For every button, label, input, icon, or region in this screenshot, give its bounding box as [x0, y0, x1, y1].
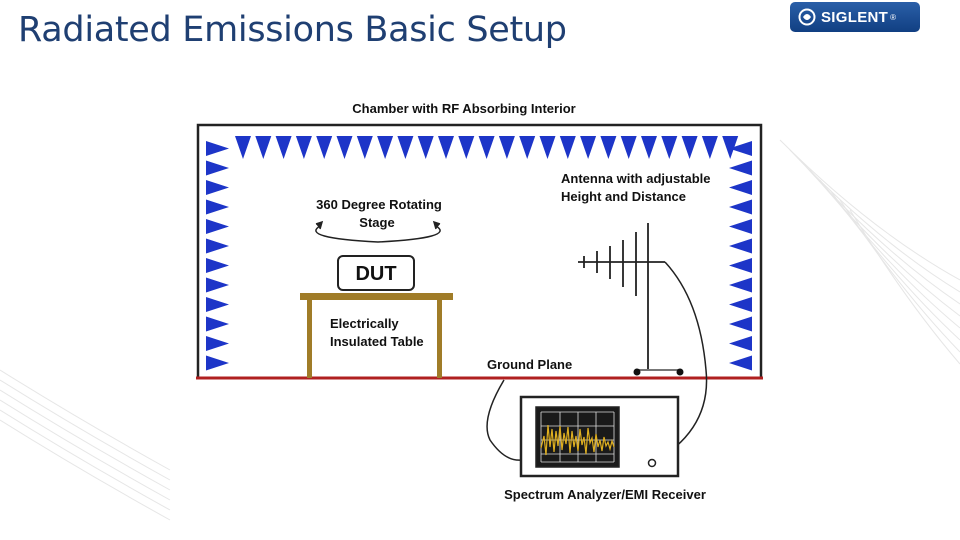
absorber-cone-left — [206, 219, 229, 234]
absorber-cone-top — [620, 136, 637, 159]
rf-absorbers — [206, 136, 752, 371]
rotating-stage-label-line2: Stage — [359, 215, 394, 230]
dut-label: DUT — [355, 263, 396, 285]
absorber-cone-left — [206, 297, 229, 312]
absorber-cone-top — [255, 136, 272, 159]
absorber-cone-left — [206, 141, 229, 156]
absorber-cone-top — [295, 136, 312, 159]
absorber-cone-top — [356, 136, 373, 159]
absorber-cone-top — [377, 136, 394, 159]
absorber-cone-left — [206, 277, 229, 293]
absorber-cone-top — [397, 136, 414, 159]
absorber-cone-top — [600, 136, 617, 159]
absorber-cone-top — [722, 136, 739, 159]
absorber-cone-top — [336, 136, 353, 159]
background-swirls — [0, 139, 960, 521]
absorber-cone-top — [235, 136, 251, 159]
antenna-wheel-left — [633, 368, 641, 376]
absorber-cone-left — [206, 355, 229, 371]
analyzer-input-connector — [647, 458, 657, 468]
dut-box — [337, 255, 415, 291]
absorber-cone-right — [729, 258, 752, 273]
absorber-cone-left — [206, 258, 229, 273]
absorber-cone-left — [206, 336, 229, 351]
absorber-cone-top — [478, 136, 495, 159]
antenna-label-line1: Antenna with adjustable — [561, 171, 711, 186]
absorber-cone-top — [701, 136, 718, 159]
absorber-cone-right — [729, 219, 752, 234]
absorber-cone-right — [729, 160, 752, 176]
absorber-cone-left — [206, 180, 229, 195]
absorber-cone-top — [417, 136, 434, 159]
absorber-cone-right — [729, 141, 752, 156]
absorber-cone-left — [206, 160, 229, 176]
logo-registered-mark: ® — [890, 12, 897, 22]
ground-plane-label: Ground Plane — [487, 357, 572, 372]
feed-cable — [486, 379, 523, 461]
antenna-wheel-right — [676, 368, 684, 376]
absorber-cone-left — [206, 316, 229, 332]
absorber-cone-right — [729, 238, 752, 254]
antenna-label-line2: Height and Distance — [561, 189, 686, 204]
analyzer-label: Spectrum Analyzer/EMI Receiver — [504, 487, 706, 502]
absorber-cone-top — [458, 136, 475, 159]
chamber-outline — [196, 123, 763, 380]
absorber-cone-left — [206, 199, 229, 215]
absorber-cone-right — [729, 355, 752, 371]
absorber-cone-top — [641, 136, 657, 159]
analyzer-screen — [535, 406, 620, 468]
absorber-cone-top — [316, 136, 333, 159]
absorber-cone-top — [498, 136, 515, 159]
logo-text: SIGLENT — [821, 8, 889, 26]
absorber-cone-top — [681, 136, 698, 159]
absorber-cone-right — [729, 277, 752, 293]
absorber-cone-right — [729, 297, 752, 312]
absorber-cone-top — [661, 136, 678, 159]
siglent-logo: SIGLENT ® — [790, 2, 920, 32]
table-label-line2: Insulated Table — [330, 334, 424, 349]
insulated-table — [300, 293, 453, 378]
absorber-cone-top — [580, 136, 597, 159]
rotating-stage-label-line1: 360 Degree Rotating — [316, 197, 442, 212]
absorber-cone-right — [729, 180, 752, 195]
emission-trace — [540, 424, 615, 456]
absorber-cone-top — [438, 136, 454, 159]
absorber-cone-top — [275, 136, 292, 159]
absorber-cone-left — [206, 238, 229, 254]
slide-title: Radiated Emissions Basic Setup — [18, 10, 567, 50]
absorber-cone-right — [729, 199, 752, 215]
absorber-cone-top — [519, 136, 536, 159]
absorber-cone-top — [559, 136, 576, 159]
absorber-cone-right — [729, 336, 752, 351]
rotation-arrow — [315, 220, 441, 243]
absorber-cone-top — [539, 136, 556, 159]
table-label-line1: Electrically — [330, 316, 399, 331]
absorber-cone-right — [729, 316, 752, 332]
antenna-cable — [651, 261, 708, 464]
chamber-label: Chamber with RF Absorbing Interior — [352, 101, 575, 116]
log-periodic-antenna — [578, 223, 680, 371]
logo-swirl-icon — [798, 8, 816, 26]
